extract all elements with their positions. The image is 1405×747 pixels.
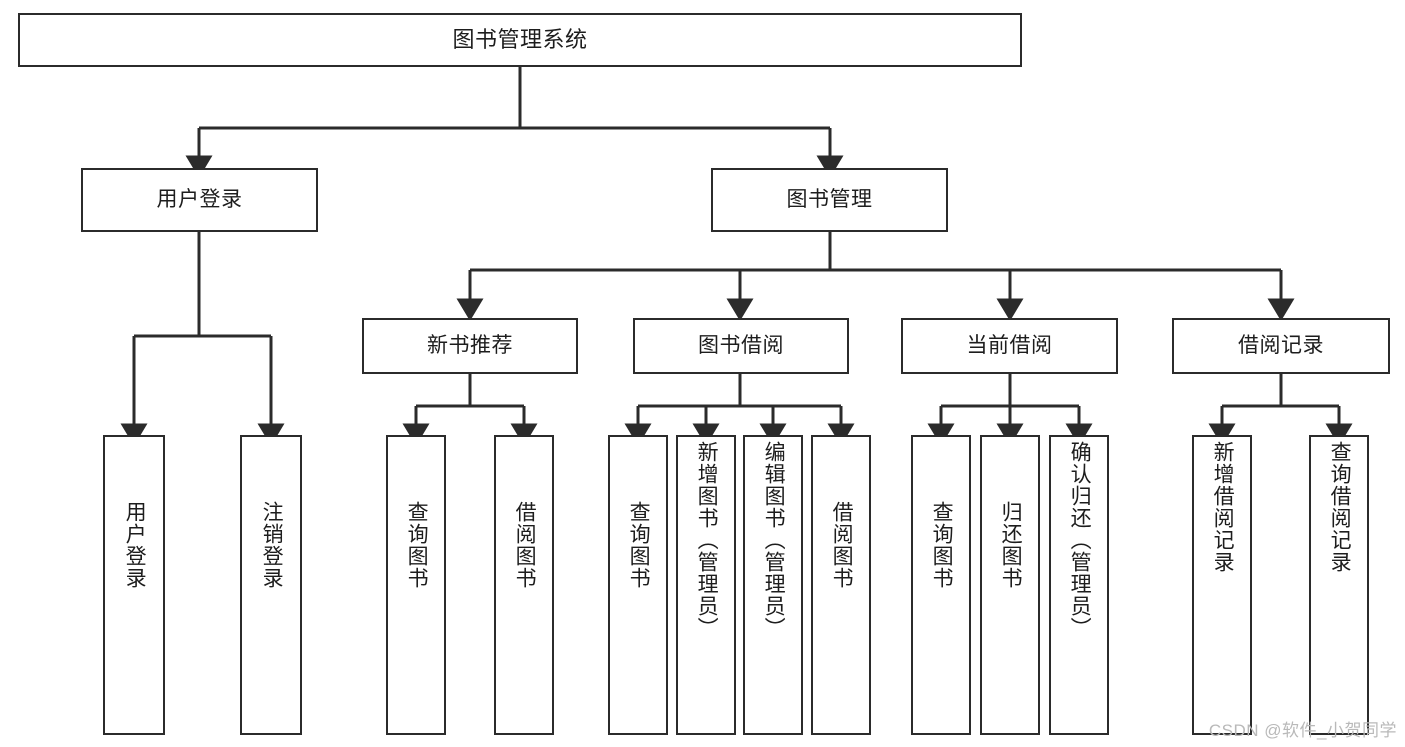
leaf-borrow-edit-book-admin[interactable]: 编辑图书（管理员） <box>743 435 803 735</box>
node-label: 确认归还（管理员） <box>1068 441 1092 639</box>
node-label: 用户登录 <box>156 188 243 212</box>
node-borrow-records[interactable]: 借阅记录 <box>1172 318 1390 374</box>
node-label: 查询图书 <box>405 501 429 589</box>
node-root-system[interactable]: 图书管理系统 <box>18 13 1022 67</box>
leaf-new-book-query[interactable]: 查询图书 <box>386 435 446 735</box>
node-book-borrow[interactable]: 图书借阅 <box>633 318 849 374</box>
node-new-book-recommend[interactable]: 新书推荐 <box>362 318 578 374</box>
node-label: 新增借阅记录 <box>1211 441 1235 573</box>
leaf-current-query-book[interactable]: 查询图书 <box>911 435 971 735</box>
leaf-user-login-login[interactable]: 用户登录 <box>103 435 165 735</box>
node-label: 查询图书 <box>930 501 954 589</box>
node-label: 归还图书 <box>999 501 1023 589</box>
node-label: 当前借阅 <box>966 334 1053 358</box>
node-label: 注销登录 <box>260 501 284 589</box>
node-label: 借阅记录 <box>1238 334 1324 358</box>
leaf-user-login-logout[interactable]: 注销登录 <box>240 435 302 735</box>
node-current-borrow[interactable]: 当前借阅 <box>901 318 1118 374</box>
node-label: 查询借阅记录 <box>1328 441 1352 573</box>
node-label: 图书借阅 <box>698 334 784 358</box>
leaf-current-confirm-return-admin[interactable]: 确认归还（管理员） <box>1049 435 1109 735</box>
csdn-watermark: CSDN @软件_小贺同学 <box>1208 721 1397 740</box>
node-label: 图书管理 <box>786 188 873 212</box>
leaf-current-return-book[interactable]: 归还图书 <box>980 435 1040 735</box>
node-label: 借阅图书 <box>513 501 537 589</box>
node-label: 新书推荐 <box>427 334 513 358</box>
leaf-records-query-record[interactable]: 查询借阅记录 <box>1309 435 1369 735</box>
node-label: 新增图书（管理员） <box>695 441 719 639</box>
node-label: 用户登录 <box>123 501 147 589</box>
node-label: 编辑图书（管理员） <box>762 441 786 639</box>
leaf-borrow-query-book[interactable]: 查询图书 <box>608 435 668 735</box>
node-book-management[interactable]: 图书管理 <box>711 168 948 232</box>
leaf-new-book-borrow[interactable]: 借阅图书 <box>494 435 554 735</box>
node-user-login[interactable]: 用户登录 <box>81 168 318 232</box>
leaf-borrow-add-book-admin[interactable]: 新增图书（管理员） <box>676 435 736 735</box>
node-label: 借阅图书 <box>830 501 854 589</box>
node-label: 查询图书 <box>627 501 651 589</box>
leaf-borrow-borrow-book[interactable]: 借阅图书 <box>811 435 871 735</box>
node-label: 图书管理系统 <box>452 27 588 53</box>
leaf-records-add-record[interactable]: 新增借阅记录 <box>1192 435 1252 735</box>
